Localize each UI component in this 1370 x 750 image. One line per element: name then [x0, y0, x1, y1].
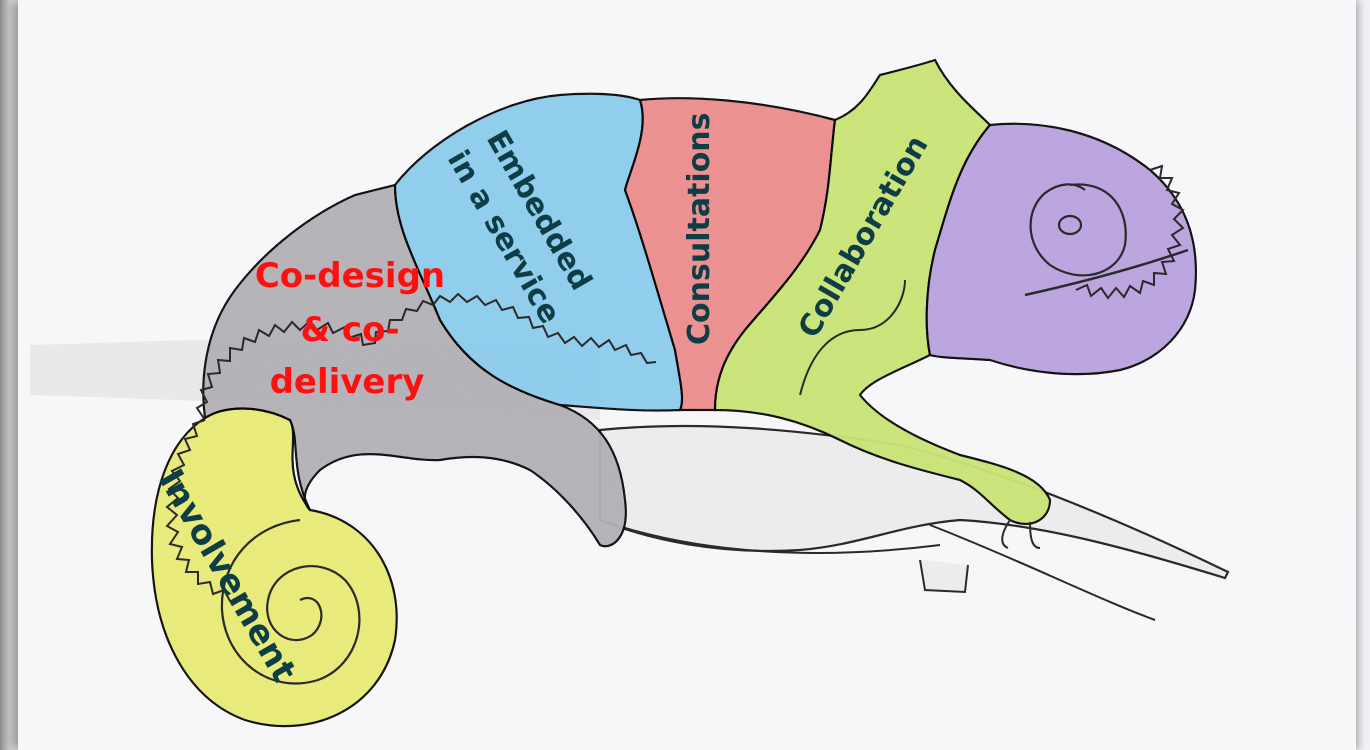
label-consultations: Consultations [682, 112, 717, 345]
label-codesign-line1: Co-design [255, 256, 445, 296]
label-codesign-line2: & co- [300, 310, 399, 350]
label-codesign-line3: delivery [270, 362, 425, 402]
head-segment [927, 124, 1196, 374]
branch-stub [920, 560, 968, 592]
